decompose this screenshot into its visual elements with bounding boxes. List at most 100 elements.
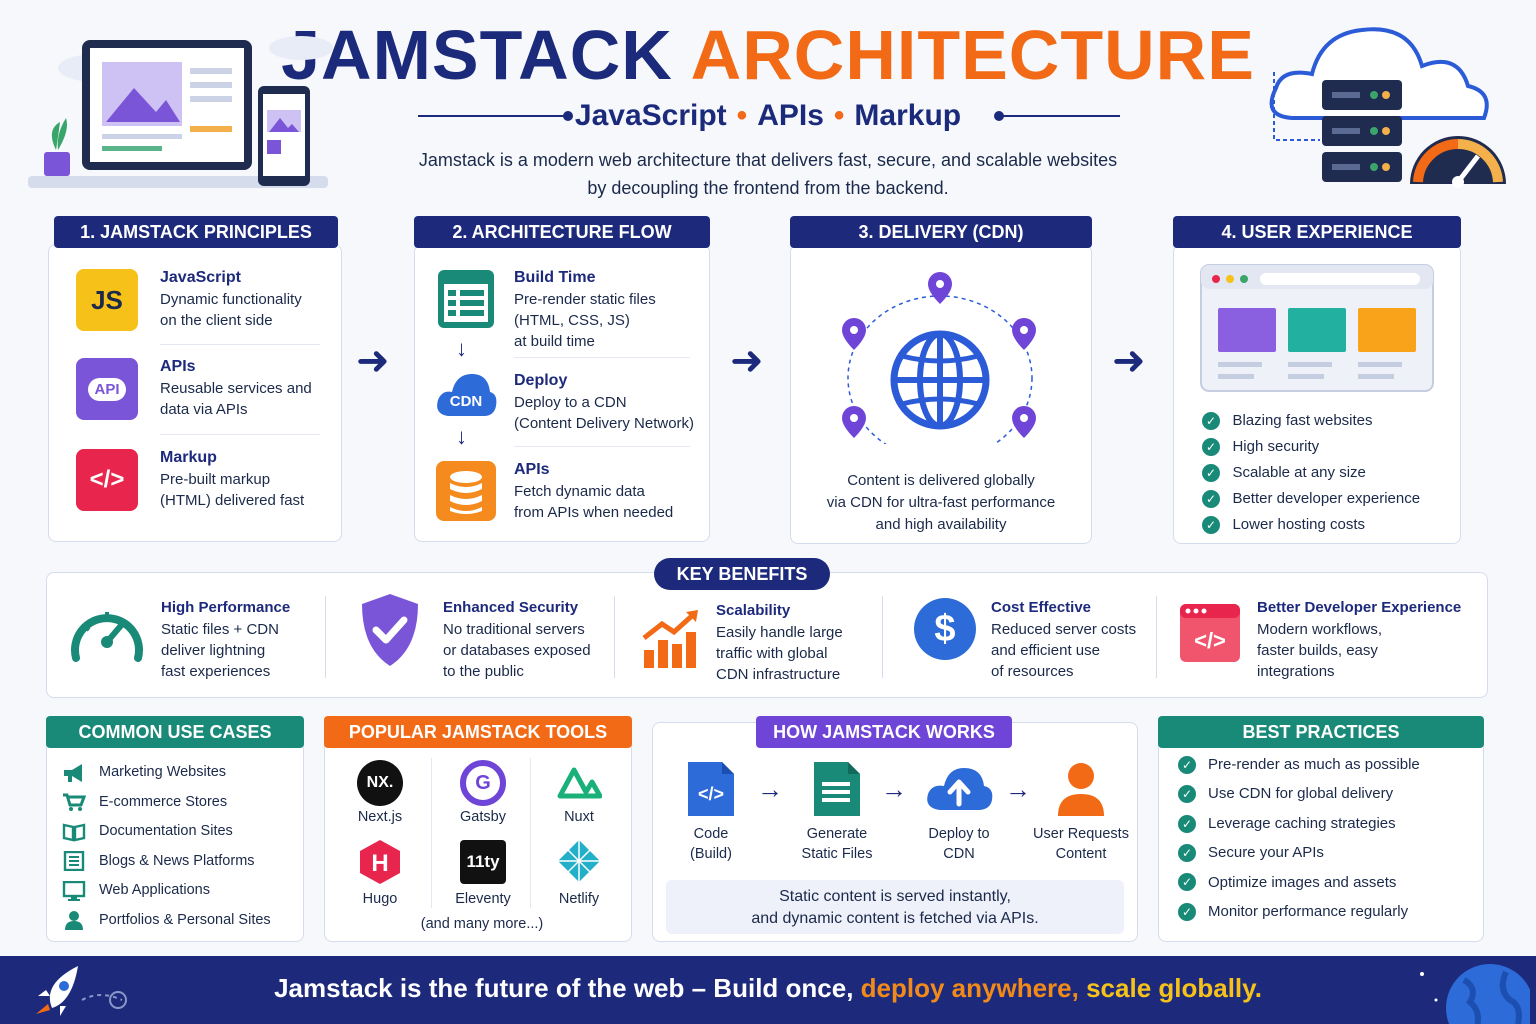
principle-line: (HTML) delivered fast [160, 492, 305, 509]
benefit-line: Reduced server costs [991, 621, 1137, 638]
title-part-1: JAMSTACK [281, 16, 673, 94]
ux-item-label: Blazing fast websites [1232, 412, 1373, 429]
practice-label: Optimize images and assets [1208, 873, 1397, 891]
monitor-icon [62, 880, 86, 901]
benefit-title: High Performance [161, 599, 291, 616]
ux-item: ✓ Better developer experience [1202, 488, 1452, 514]
practice-label: Use CDN for global delivery [1208, 785, 1394, 803]
principle-title: Markup [160, 449, 217, 466]
open-book-icon [62, 823, 86, 842]
subtitle-rule-left [418, 115, 568, 117]
ux-item: ✓ Scalable at any size [1202, 462, 1452, 488]
delivery-line: and high availability [875, 516, 1007, 533]
rule-dot-left [563, 111, 573, 121]
flow-title: Deploy [514, 372, 568, 389]
browser-window-icon [1200, 264, 1434, 392]
principle-line: Dynamic functionality [160, 291, 302, 308]
arrow-down-icon: ↓ [456, 424, 467, 449]
check-icon: ✓ [1202, 411, 1220, 430]
tools-more: (and many more...) [420, 916, 544, 932]
cloud-upload-icon [927, 768, 993, 810]
divider [431, 758, 432, 908]
principle-line: Pre-built markup [160, 471, 271, 488]
nuxt-logo-icon [557, 767, 602, 799]
benefit-line: integrations [1257, 663, 1335, 680]
tools-card [324, 720, 632, 942]
arrow-right-icon: → [1005, 774, 1031, 804]
ux-item: ✓ Lower hosting costs [1202, 514, 1452, 540]
check-icon: ✓ [1178, 785, 1196, 804]
globe-network-icon [842, 272, 1036, 444]
benefit-line: of resources [991, 663, 1074, 680]
arrow-right-icon: → [881, 774, 907, 804]
architecture-flow-header: 2. ARCHITECTURE FLOW [414, 216, 710, 248]
tool-label-gatsby: Gatsby [460, 809, 506, 825]
check-icon: ✓ [1178, 814, 1196, 833]
eleventy-logo-icon: 11ty [460, 840, 506, 884]
nextjs-logo-icon: NX. [357, 760, 403, 806]
megaphone-icon [64, 763, 82, 782]
use-case-item: Web Applications [62, 876, 298, 906]
code-file-icon: </> [688, 762, 734, 816]
check-icon: ✓ [1178, 873, 1196, 892]
devices-illustration-icon [28, 36, 333, 188]
arrow-down-icon: ↓ [456, 336, 467, 361]
check-icon: ✓ [1202, 463, 1220, 482]
check-icon: ✓ [1202, 515, 1220, 534]
flow-build-time: Build Time Pre-render static files (HTML… [514, 267, 704, 352]
benefit-line: traffic with global [716, 645, 828, 662]
page-title: JAMSTACK ARCHITECTURE [0, 12, 1536, 98]
svg-text:</>: </> [1194, 628, 1226, 653]
flow-line: from APIs when needed [514, 504, 674, 521]
how-step-line: Static Files [801, 846, 873, 862]
rule-dot-right [994, 111, 1004, 121]
divider [514, 357, 690, 358]
benefit-line: faster builds, easy [1257, 642, 1378, 659]
use-case-label: Documentation Sites [99, 823, 233, 840]
practice-label: Pre-render as much as possible [1208, 756, 1420, 773]
arrow-right-icon: ➜ [1112, 339, 1146, 383]
benefit-title: Scalability [716, 602, 791, 619]
static-file-icon [814, 762, 860, 816]
api-icon: API [76, 358, 138, 420]
principle-javascript: JavaScript Dynamic functionality on the … [160, 267, 335, 331]
benefit-line: Static files + CDN [161, 621, 279, 638]
subtitle: JavaScript•APIs•Markup [574, 99, 962, 132]
svg-text:H: H [371, 850, 388, 877]
shopping-cart-icon [63, 793, 86, 812]
how-step-line: Deploy to [928, 826, 990, 842]
best-practices-card [1158, 720, 1484, 942]
ux-item: ✓ Blazing fast websites [1202, 410, 1452, 436]
dollar-coin-icon: $ [914, 598, 976, 660]
arrow-right-icon: ➜ [356, 339, 390, 383]
footer-part-2: deploy anywhere, [860, 973, 1079, 1003]
flow-title: Build Time [514, 269, 596, 286]
flow-line: (HTML, CSS, JS) [514, 312, 630, 329]
check-icon: ✓ [1178, 843, 1196, 862]
divider [614, 596, 615, 678]
how-step-line: Code [693, 826, 729, 842]
cdn-cloud-icon: CDN [437, 374, 497, 416]
divider [882, 596, 883, 678]
use-case-label: Web Applications [99, 882, 210, 899]
practice-item: ✓Secure your APIs [1178, 842, 1478, 871]
how-step-line: Generate [806, 826, 868, 842]
how-note-line: Static content is served instantly, [779, 888, 1011, 905]
use-case-item: Portfolios & Personal Sites [62, 906, 298, 936]
footer-tagline: Jamstack is the future of the web – Buil… [0, 970, 1536, 1006]
arrow-right-icon: → [757, 774, 783, 804]
divider [160, 434, 320, 435]
description-line-2: by decoupling the frontend from the back… [587, 178, 949, 198]
key-benefits-header: KEY BENEFITS [654, 558, 830, 590]
javascript-icon: JS [76, 269, 138, 331]
shield-check-icon [362, 594, 418, 666]
ux-item-label: Better developer experience [1232, 490, 1421, 507]
benefit-line: to the public [443, 663, 524, 680]
developer-code-window-icon: </> [1180, 604, 1240, 662]
use-case-item: Marketing Websites [62, 758, 298, 788]
user-icon [1058, 763, 1104, 816]
flow-line: at build time [514, 333, 595, 350]
how-step-deploy: Deploy to CDN [909, 824, 1009, 864]
divider [1156, 596, 1157, 678]
page-description: Jamstack is a modern web architecture th… [360, 146, 1176, 202]
